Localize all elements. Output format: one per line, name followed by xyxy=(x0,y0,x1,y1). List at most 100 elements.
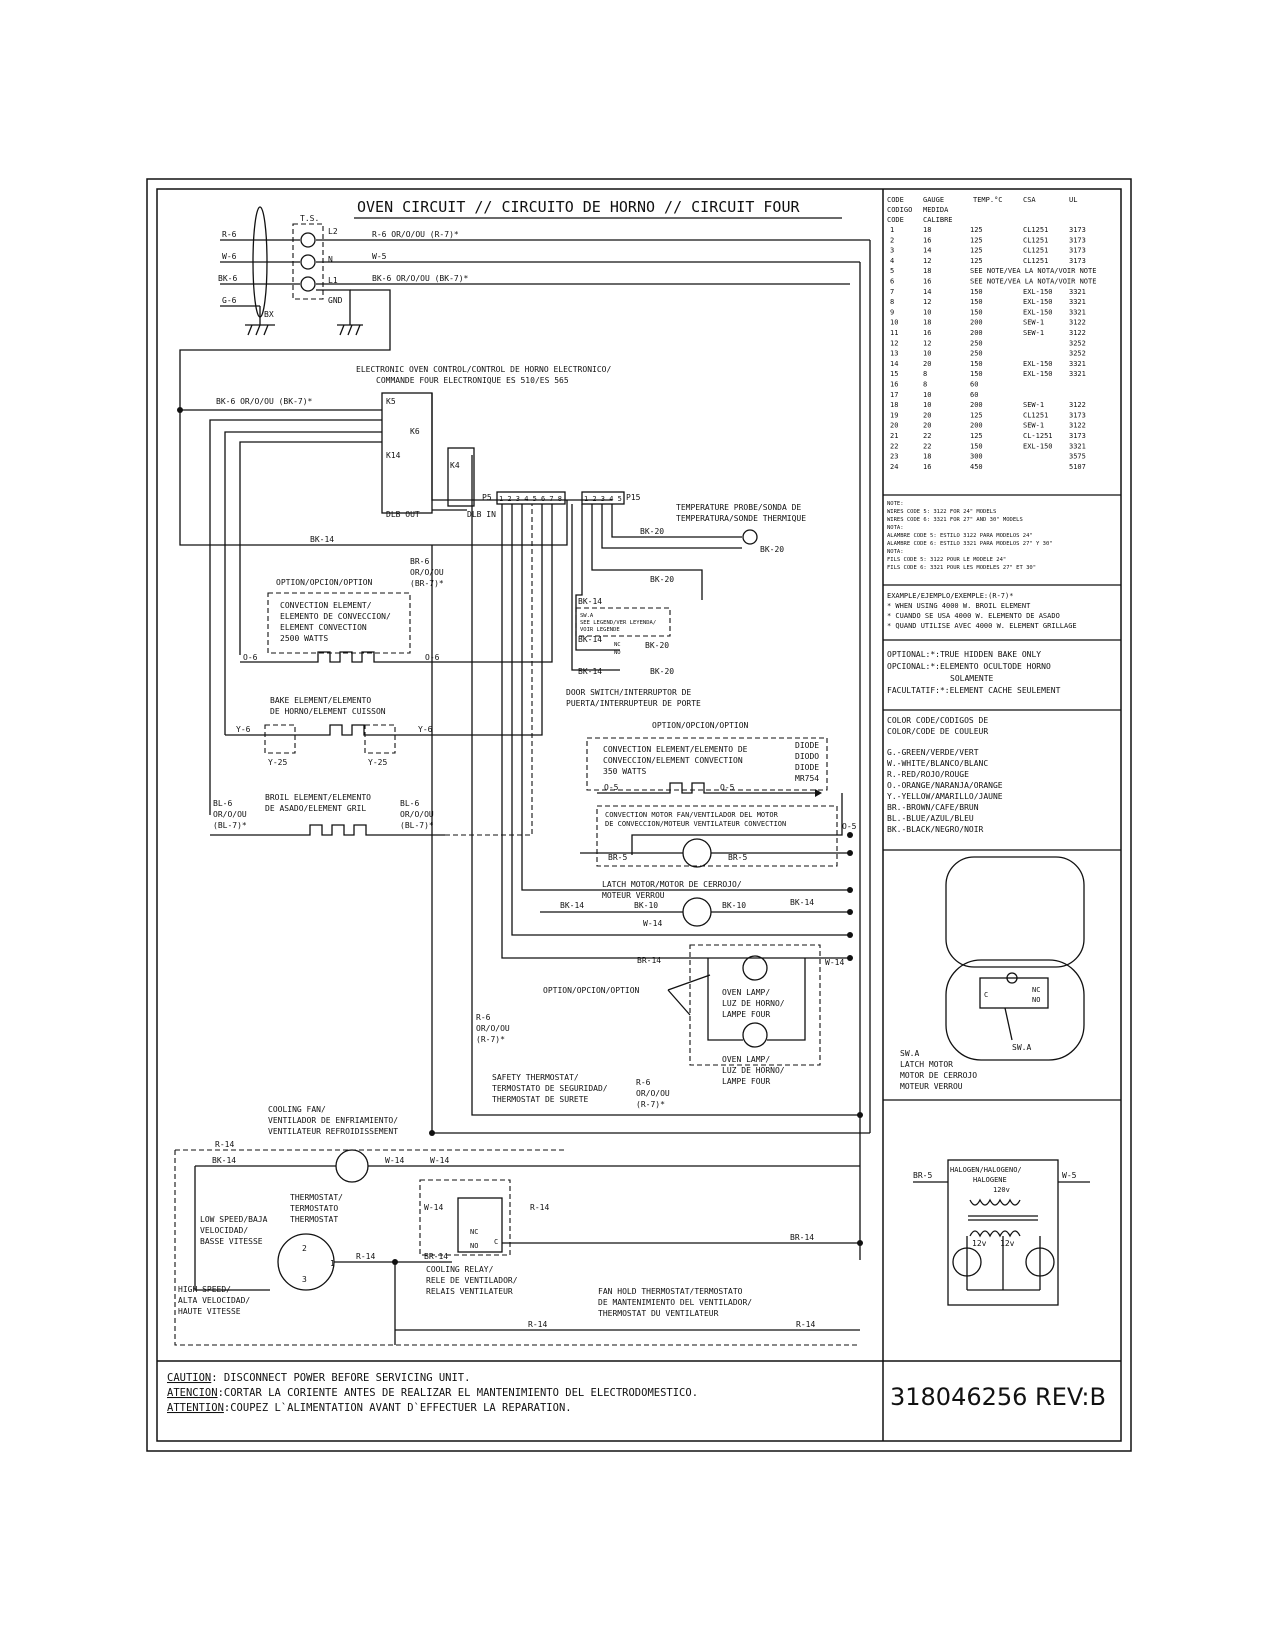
sw-small-label: VOIR LEGENDE xyxy=(580,627,620,633)
wire-r14d: R-14 xyxy=(528,1320,547,1329)
wire-bl6a: OR/O/OU xyxy=(213,810,247,819)
example-line: * WHEN USING 4000 W. BROIL ELEMENT xyxy=(887,602,1031,610)
wt-h3-gauge: CALIBRE xyxy=(923,216,953,224)
dlb-out-label: DLB OUT xyxy=(386,510,420,519)
low-speed-label: VELOCIDAD/ xyxy=(200,1226,248,1235)
wire-br14b: BR-14 xyxy=(424,1252,448,1261)
l1-label: L1 xyxy=(328,276,338,285)
oven-lamp2-label: OVEN LAMP/ xyxy=(722,1055,770,1064)
p15-pin-label: 5 xyxy=(618,495,622,503)
diode-label: MR754 xyxy=(795,774,819,783)
wire-table-cell: 125 xyxy=(970,411,983,419)
wt-h2-gauge: MEDIDA xyxy=(923,206,949,214)
notes-block: NOTE: WIRES CODE 5: 3122 FOR 24" MODELS … xyxy=(887,501,1053,571)
wire-table-cell: 3252 xyxy=(1069,350,1086,358)
inner-frame xyxy=(156,188,1122,1442)
halogen-inset: HALOGEN/HALOGENO/ HALOGENE 120v BR-5 W-5… xyxy=(913,1159,1090,1306)
eoc-label: ELECTRONIC OVEN CONTROL/CONTROL DE HORNO… xyxy=(356,365,611,374)
wire-table-cell: 8 xyxy=(890,298,894,306)
supply-bk6: BK-6 xyxy=(218,274,237,283)
wire-table-cell: SEW-1 xyxy=(1023,401,1044,409)
wire-bk6-top: BK-6 OR/O/OU (BK-7)* xyxy=(372,274,469,283)
safety-label: THERMOSTAT DE SURETE xyxy=(492,1095,589,1104)
wire-table-cell: 10 xyxy=(923,391,931,399)
wire-table-cell: 5107 xyxy=(1069,463,1086,471)
wire-bk14-sw: BK-14 xyxy=(578,597,602,606)
cooling-fan-label: VENTILATEUR REFROIDISSEMENT xyxy=(268,1127,398,1136)
optional-block: OPTIONAL:*:TRUE HIDDEN BAKE ONLY OPCIONA… xyxy=(887,650,1061,695)
supply-g6: G-6 xyxy=(222,296,237,305)
supply-r6: R-6 xyxy=(222,230,237,239)
wire-table-cell: 125 xyxy=(970,432,983,440)
wire-y6b: Y-6 xyxy=(418,725,433,734)
wire-table-cell: 12 xyxy=(923,298,931,306)
wire-br14a: BR-14 xyxy=(637,956,661,965)
wire-y25a: Y-25 xyxy=(268,758,287,767)
high-speed-label: ALTA VELOCIDAD/ xyxy=(178,1296,250,1305)
wire-table-cell: 12 xyxy=(923,339,931,347)
latch-swa-label: SW.A xyxy=(1012,1043,1031,1052)
optional-line: SOLAMENTE xyxy=(950,674,994,683)
wire-table-cell: 22 xyxy=(890,442,898,450)
oven-lamp2-label: LAMPE FOUR xyxy=(722,1077,770,1086)
therm-n3: 3 xyxy=(302,1275,307,1284)
wire-table-cell: 3173 xyxy=(1069,411,1086,419)
bx-label: BX xyxy=(264,310,274,319)
wire-table-cell: 150 xyxy=(970,288,983,296)
wire-table-cell: EXL-150 xyxy=(1023,370,1053,378)
wire-table-cell: 18 xyxy=(923,453,931,461)
note-line: NOTA: xyxy=(887,525,904,531)
p5-pin-label: 1 xyxy=(499,495,503,503)
relay-label: RELE DE VENTILADOR/ xyxy=(426,1276,518,1285)
wire-bl6b: OR/O/OU xyxy=(400,810,434,819)
wire-table-cell: 20 xyxy=(923,422,931,430)
latch-caption: LATCH MOTOR xyxy=(900,1060,953,1069)
caution-label: CAUTION xyxy=(167,1372,211,1384)
wire-table-cell: 150 xyxy=(970,298,983,306)
latch-c-label: C xyxy=(984,991,988,999)
optional-line: FACULTATIF:*:ELEMENT CACHE SEULEMENT xyxy=(887,686,1061,695)
wire-table-cell: 20 xyxy=(923,411,931,419)
wire-table-cell: 18 xyxy=(890,401,898,409)
wire-r6-mid: (R-7)* xyxy=(476,1035,505,1044)
caution-label: ATTENTION xyxy=(167,1402,224,1414)
wt-h-temp: TEMP.°C xyxy=(973,196,1003,204)
high-speed-label: HIGH SPEED/ xyxy=(178,1285,231,1294)
color-code-title: COLOR/CODE DE COULEUR xyxy=(887,727,988,736)
caution-line-en: CAUTION: DISCONNECT POWER BEFORE SERVICI… xyxy=(167,1372,470,1384)
halogen-v1: 12v xyxy=(972,1239,987,1248)
br6-opt: BR-6 xyxy=(410,557,429,566)
diagram-title: OVEN CIRCUIT // CIRCUITO DE HORNO // CIR… xyxy=(357,198,800,216)
wire-table-cell: 21 xyxy=(890,432,898,440)
fan-hold-label: DE MANTENIMIENTO DEL VENTILADOR/ xyxy=(598,1298,752,1307)
wt-h2-code: CODIGO xyxy=(887,206,912,214)
wire-table-cell: 20 xyxy=(890,422,898,430)
wire-table-cell: 300 xyxy=(970,453,983,461)
wire-table-cell: 125 xyxy=(970,236,983,244)
example-line: EXAMPLE/EJEMPLO/EXEMPLE:(R-7)* xyxy=(887,592,1013,600)
temp-probe-label: TEMPERATURE PROBE/SONDA DE xyxy=(676,503,801,512)
eoc-label: COMMANDE FOUR ELECTRONIQUE ES 510/ES 565 xyxy=(376,376,569,385)
color-code-item: BR.-BROWN/CAFE/BRUN xyxy=(887,803,979,812)
wire-table-cell: 3173 xyxy=(1069,257,1086,265)
halogen-title: HALOGENE xyxy=(973,1176,1007,1184)
thermostat-label: THERMOSTAT/ xyxy=(290,1193,343,1202)
wire-w5-top: W-5 xyxy=(372,252,387,261)
therm-n2: 2 xyxy=(302,1244,307,1253)
p15-label: P15 xyxy=(626,493,641,502)
wire-br5a: BR-5 xyxy=(608,853,627,862)
wire-table-cell: SEE NOTE/VEA LA NOTA/VOIR NOTE xyxy=(970,278,1096,286)
wire-table-cell: 60 xyxy=(970,391,978,399)
p5-pin-label: 6 xyxy=(541,495,545,503)
k14-label: K14 xyxy=(386,451,401,460)
wire-w14a: W-14 xyxy=(643,919,662,928)
halogen-v2: 12v xyxy=(1000,1239,1015,1248)
k5-label: K5 xyxy=(386,397,396,406)
wire-table-cell: 10 xyxy=(923,401,931,409)
wire-bl6b: (BL-7)* xyxy=(400,821,434,830)
wire-r6-top: R-6 OR/O/OU (R-7)* xyxy=(372,230,459,239)
latch-caption: MOTEUR VERROU xyxy=(900,1082,963,1091)
caution-block: CAUTION: DISCONNECT POWER BEFORE SERVICI… xyxy=(167,1372,698,1414)
wire-table-cell: 200 xyxy=(970,319,983,327)
